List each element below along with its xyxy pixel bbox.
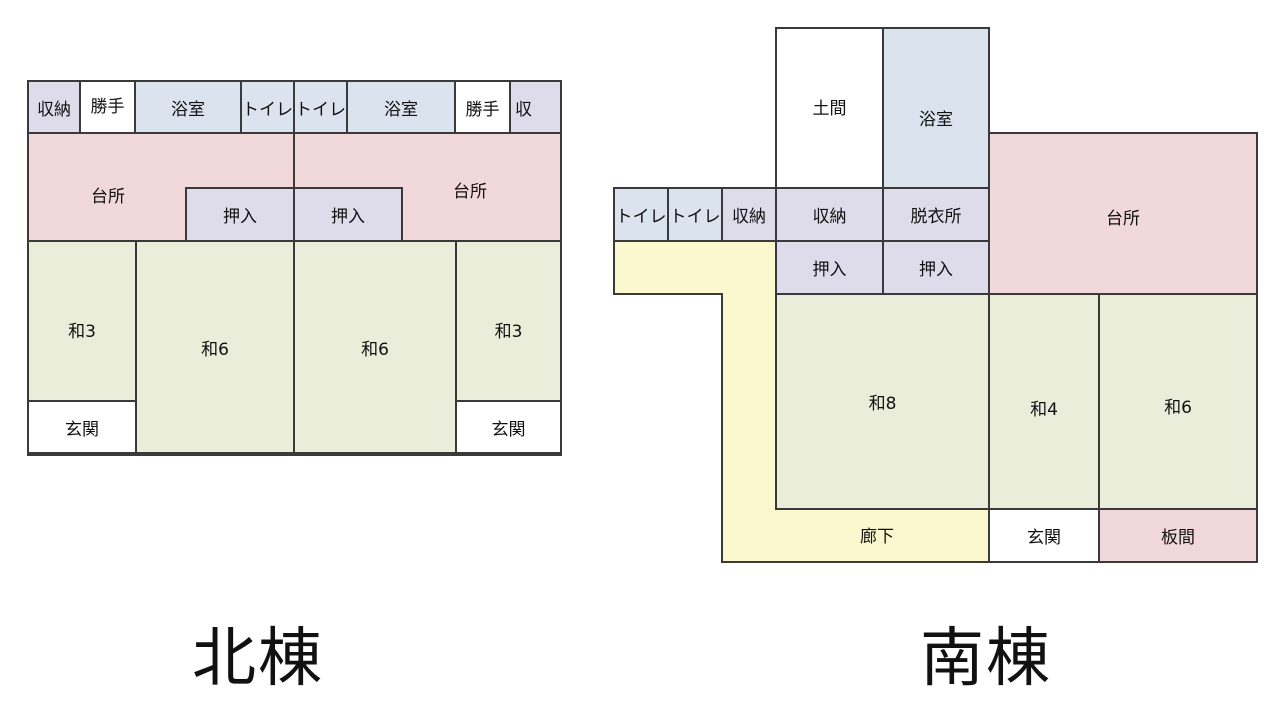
room-label: 板間 — [1161, 528, 1195, 548]
south-hallway[interactable]: 廊下 — [721, 508, 993, 563]
south-storage[interactable]: 収納 — [775, 187, 884, 242]
south-dressing-room[interactable]: 脱衣所 — [882, 187, 990, 242]
room-label: 押入 — [919, 260, 953, 280]
south-bath[interactable]: 浴室 — [882, 27, 990, 189]
south-kitchen[interactable]: 台所 — [988, 132, 1258, 296]
room-label: トイレ — [615, 207, 667, 227]
room-label: 土間 — [812, 99, 847, 119]
south-hallway-upper[interactable] — [613, 240, 777, 295]
south-board-room[interactable]: 板間 — [1098, 508, 1258, 563]
room-label: 台所 — [1106, 209, 1140, 229]
south-building-label: 南棟 — [920, 622, 1052, 696]
room-label: 浴室 — [919, 110, 953, 130]
south-entrance[interactable]: 玄関 — [988, 508, 1100, 563]
room-label: 玄関 — [1027, 528, 1061, 548]
south-toilet-1[interactable]: トイレ — [613, 187, 669, 242]
room-label: 和4 — [1030, 400, 1058, 420]
south-washitsu8[interactable]: 和8 — [775, 293, 990, 510]
south-closet-1[interactable]: 押入 — [775, 240, 884, 295]
south-washitsu4[interactable]: 和4 — [988, 293, 1100, 510]
south-washitsu6[interactable]: 和6 — [1098, 293, 1258, 510]
room-label: 収納 — [732, 207, 766, 227]
north-building-label: 北棟 — [192, 622, 324, 696]
room-label: 廊下 — [860, 527, 894, 547]
south-doma[interactable]: 土間 — [775, 27, 884, 189]
room-label: 和8 — [868, 394, 897, 414]
room-label: 押入 — [812, 260, 847, 280]
north-entrance-right[interactable]: 玄関 — [455, 400, 562, 454]
room-label: 収納 — [812, 207, 847, 227]
room-label: トイレ — [669, 207, 721, 227]
south-storage-small[interactable]: 収納 — [721, 187, 777, 242]
south-hallway-bottom-wall — [613, 293, 723, 295]
room-label: 和6 — [1164, 398, 1192, 418]
south-toilet-2[interactable]: トイレ — [667, 187, 723, 242]
room-label: 脱衣所 — [910, 207, 962, 227]
south-closet-2[interactable]: 押入 — [882, 240, 990, 295]
north-outer-wall-bottom — [27, 453, 562, 456]
